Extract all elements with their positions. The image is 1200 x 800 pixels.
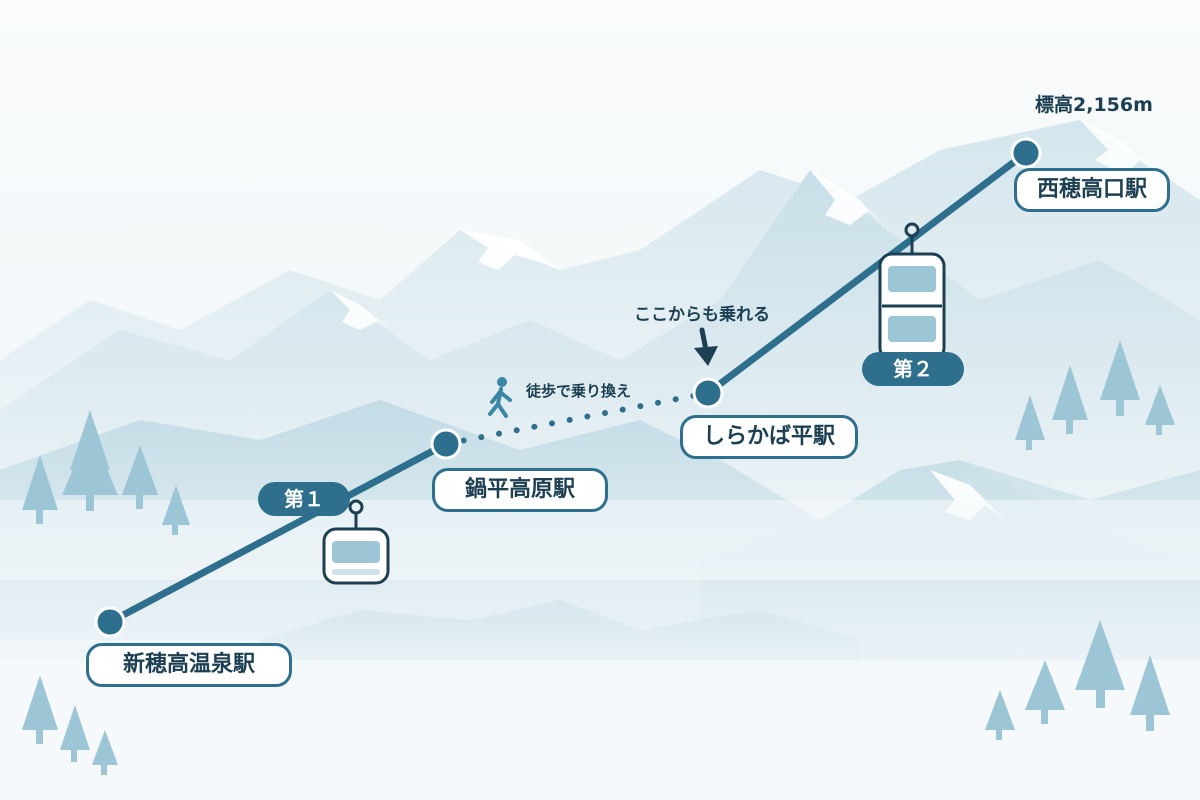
first-ropeway-line	[106, 440, 450, 626]
walk-transfer-note: 徒歩で乗り換え	[526, 382, 632, 400]
trees-right	[985, 340, 1175, 740]
double-decker-gondola-icon	[878, 222, 946, 362]
station-label-nabedaira: 鍋平高原駅	[432, 468, 608, 512]
second-ropeway-line	[704, 149, 1030, 397]
route-badge-first: 第１	[258, 482, 350, 516]
gondola-icon	[322, 499, 390, 585]
station-label-shirakabadaira: しらかば平駅	[680, 415, 858, 459]
station-nodes	[94, 137, 1042, 638]
node-shirakabadaira	[692, 377, 724, 409]
node-nishihotaka	[1010, 137, 1042, 169]
station-label-shinhotaka: 新穂高温泉駅	[86, 643, 292, 687]
board-here-note: ここからも乗れる	[634, 305, 770, 325]
ropeway-lines	[106, 149, 1030, 626]
route-badge-second: 第２	[862, 352, 964, 386]
trees-left	[22, 410, 190, 775]
node-shinhotaka	[94, 606, 126, 638]
walking-person-icon	[488, 377, 512, 418]
station-label-nishihotaka: 西穂高口駅	[1014, 168, 1170, 212]
elevation-label: 標高2,156m	[1035, 94, 1153, 116]
arrow-down-icon	[694, 327, 718, 366]
node-nabedaira	[430, 428, 462, 460]
